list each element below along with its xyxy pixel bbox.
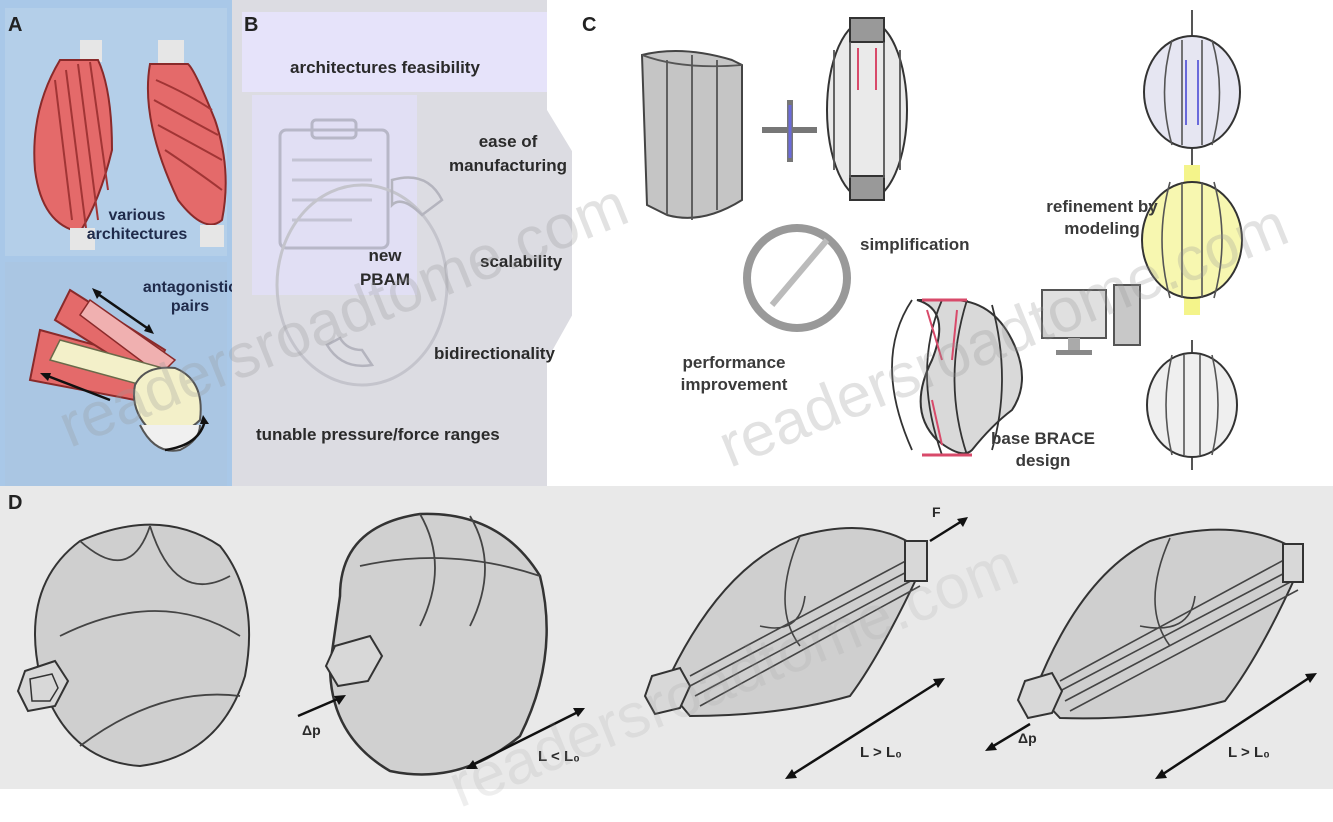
- panel-d-illustration: [0, 486, 1333, 789]
- refinement-by-modeling-label: refinement by modeling: [1032, 196, 1172, 240]
- delta-p-label-1: Δp: [302, 722, 321, 738]
- panel-d: D F Δp Δp L < L₀ L > L₀ L > L₀: [0, 486, 1333, 789]
- panel-c-label: C: [582, 14, 596, 37]
- delta-p-label-2: Δp: [1018, 730, 1037, 746]
- various-architectures-label: various architectures: [78, 206, 196, 244]
- panel-a: A various architectures antagonistic pai…: [0, 0, 232, 486]
- performance-improvement-label: performance improvement: [664, 352, 804, 396]
- criterion-ease-of-manufacturing: ease of manufacturing: [428, 130, 588, 178]
- length-label-elongated-2: L > L₀: [1228, 744, 1270, 761]
- base-brace-design-label: base BRACE design: [988, 428, 1098, 472]
- panel-b: B architectures feasibility ease of manu…: [232, 0, 572, 486]
- panel-b-label: B: [244, 14, 258, 37]
- panel-a-label: A: [8, 14, 22, 37]
- length-label-contracted: L < L₀: [538, 748, 580, 765]
- criterion-architectures-feasibility: architectures feasibility: [290, 58, 480, 78]
- criterion-scalability: scalability: [480, 252, 562, 272]
- antagonistic-pairs-label: antagonistic pairs: [140, 278, 240, 316]
- simplification-label: simplification: [860, 235, 970, 255]
- length-label-elongated-1: L > L₀: [860, 744, 902, 761]
- force-label: F: [932, 504, 941, 520]
- panel-c: C simplification refinement by modeling …: [572, 0, 1333, 486]
- panel-d-label: D: [8, 492, 22, 515]
- new-pbam-label: new PBAM: [350, 244, 420, 292]
- criterion-tunable-pressure-force-ranges: tunable pressure/force ranges: [256, 425, 500, 445]
- criterion-bidirectionality: bidirectionality: [434, 344, 555, 364]
